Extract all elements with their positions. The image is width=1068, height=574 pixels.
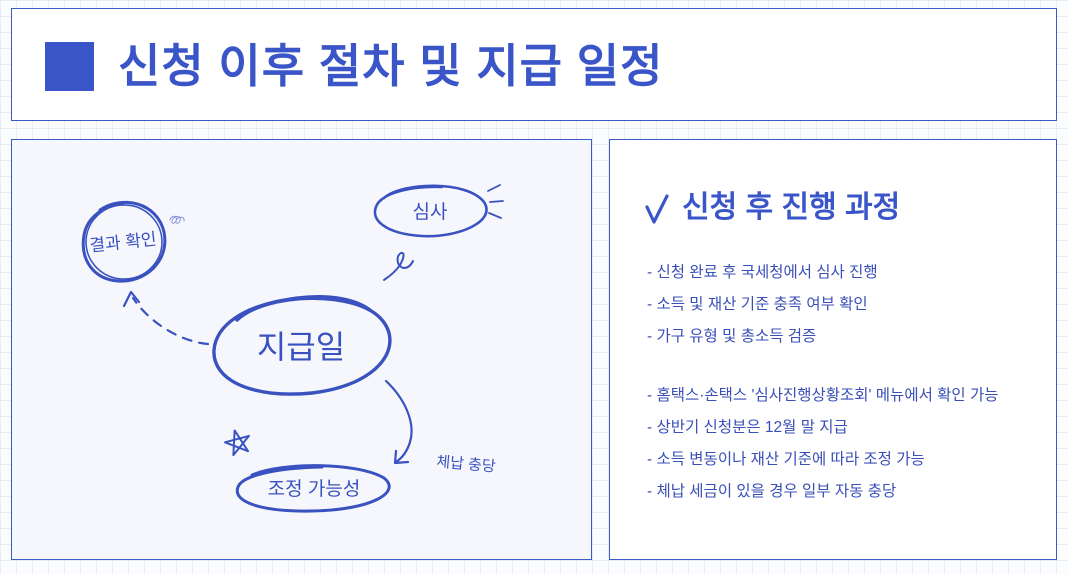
curved-arrow-head	[393, 449, 410, 465]
list-item: - 소득 변동이나 재산 기준에 따라 조정 가능	[647, 451, 925, 468]
result-node: 결과 확인	[81, 200, 167, 283]
process-panel: 신청 후 진행 과정 - 신청 완료 후 국세청에서 심사 진행 - 소득 및 …	[609, 139, 1057, 560]
list-item: - 신청 완료 후 국세청에서 심사 진행	[647, 264, 878, 281]
squiggle-line	[383, 251, 414, 281]
process-notes: - 홈택스·손택스 '심사진행상황조회' 메뉴에서 확인 가능 - 상반기 신청…	[647, 380, 1025, 508]
list-item: - 가구 유형 및 총소득 검증	[647, 328, 817, 345]
payday-label: 지급일	[257, 329, 345, 365]
list-item: - 홈택스·손택스 '심사진행상황조회' 메뉴에서 확인 가능	[647, 387, 999, 404]
result-label: 결과 확인	[89, 230, 158, 256]
page-title: 신청 이후 절차 및 지급 일정	[118, 40, 664, 92]
review-node: 심사	[373, 184, 488, 238]
title-square-marker	[45, 42, 94, 91]
mindmap-drawing: 결과 확인 심사 지급일 체납 충당 조정 가능성	[81, 184, 504, 513]
process-heading: 신청 후 진행 과정	[682, 191, 901, 224]
check-icon	[645, 194, 669, 224]
curved-arrow	[384, 379, 413, 464]
offset-label: 체납 충당	[436, 453, 497, 475]
mindmap-panel: 결과 확인 심사 지급일 체납 충당 조정 가능성	[11, 139, 592, 560]
adjust-label: 조정 가능성	[268, 478, 361, 500]
process-steps: - 신청 완료 후 국세청에서 심사 진행 - 소득 및 재산 기준 충족 여부…	[647, 257, 1025, 353]
adjust-ellipse	[235, 464, 391, 513]
result-circle	[81, 200, 167, 283]
list-item: - 상반기 신청분은 12월 말 지급	[647, 419, 848, 436]
payday-node: 지급일	[212, 295, 392, 396]
list-item: - 소득 및 재산 기준 충족 여부 확인	[647, 296, 868, 313]
star-icon	[223, 429, 250, 457]
payday-ellipse	[212, 295, 392, 396]
list-item: - 체납 세금이 있을 경우 일부 자동 충당	[647, 483, 897, 500]
review-label: 심사	[413, 201, 448, 223]
review-ellipse	[373, 184, 488, 238]
doodle-scribble	[169, 215, 185, 224]
dashed-arrow-head	[122, 290, 141, 308]
emphasis-marks	[487, 184, 504, 219]
dashed-arrow	[131, 296, 210, 346]
title-banner: 신청 이후 절차 및 지급 일정	[11, 8, 1057, 121]
process-list: - 신청 완료 후 국세청에서 심사 진행 - 소득 및 재산 기준 충족 여부…	[647, 257, 1025, 508]
adjust-node: 조정 가능성	[235, 464, 391, 513]
result-circle-echo	[85, 204, 163, 280]
